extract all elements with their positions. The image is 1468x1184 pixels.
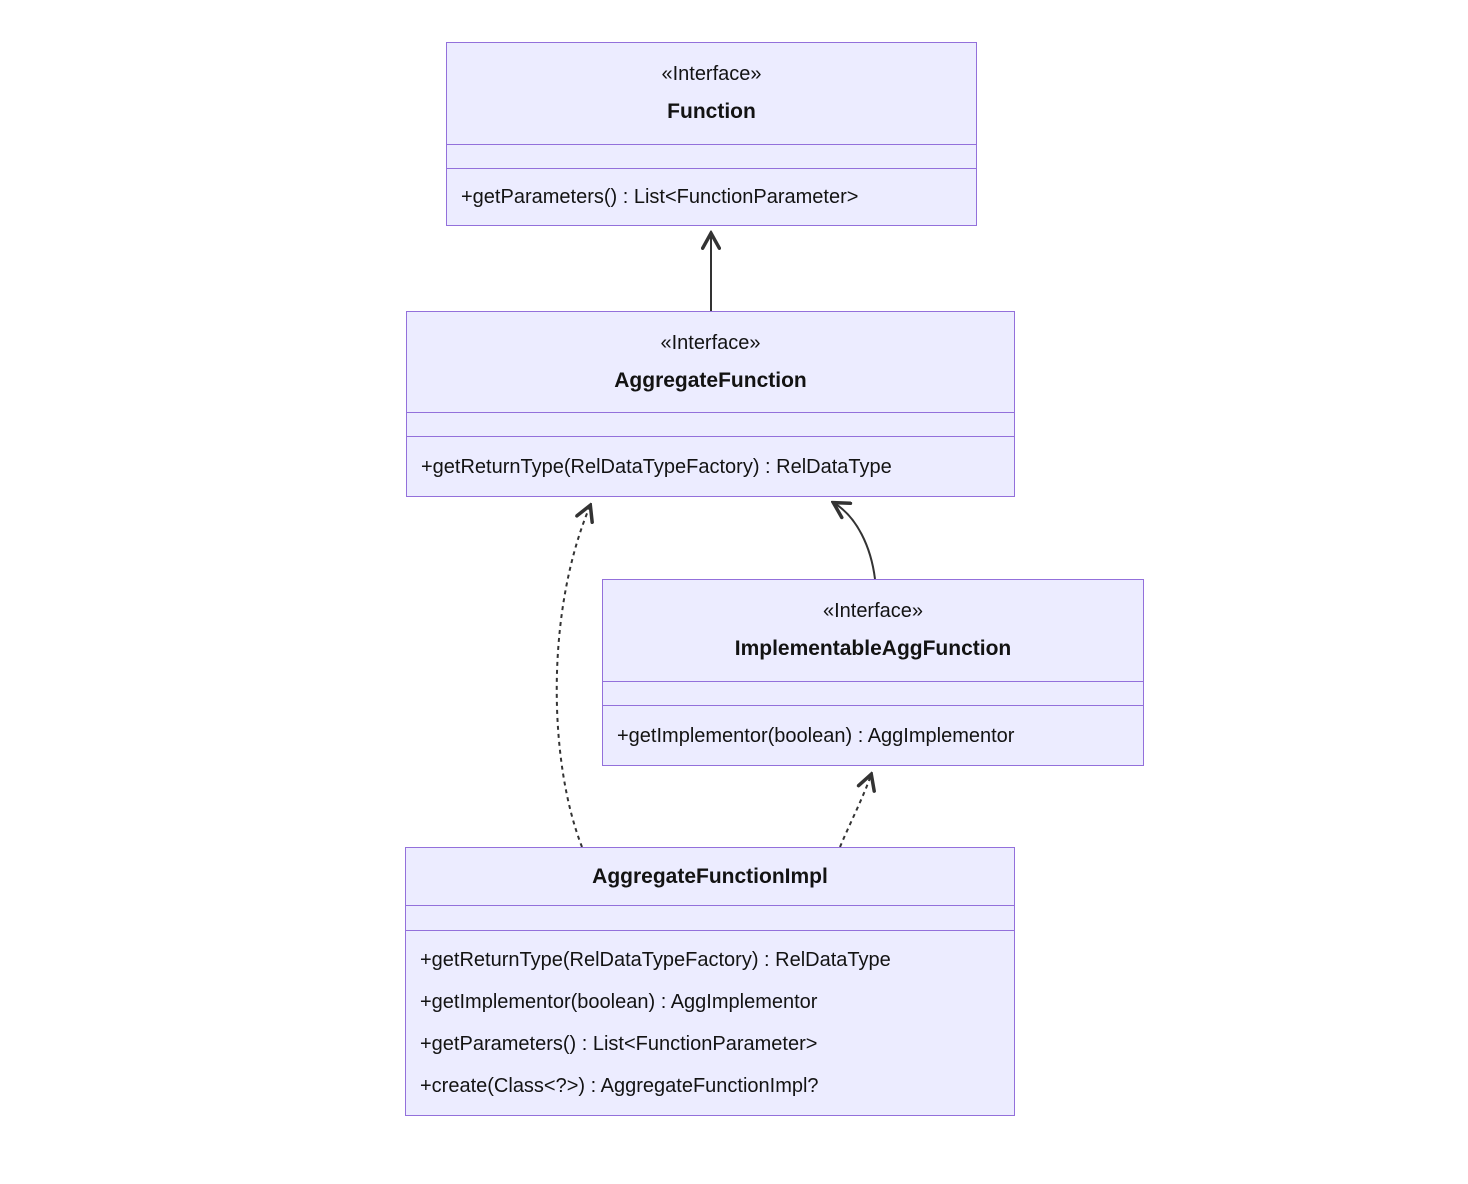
methods-section: +getReturnType(RelDataTypeFactory) : Rel… — [407, 437, 1014, 496]
edge-implementableaggfunction-to-aggregatefunction — [834, 503, 876, 580]
methods-section: +getParameters() : List<FunctionParamete… — [447, 169, 976, 225]
attributes-section — [603, 681, 1143, 706]
method-label: +getReturnType(RelDataTypeFactory) : Rel… — [420, 949, 891, 971]
edge-aggregatefunctionimpl-to-aggregatefunction — [555, 506, 590, 848]
method-label: +create(Class<?>) : AggregateFunctionImp… — [420, 1075, 819, 1097]
class-box-implementableaggfunction: «Interface» ImplementableAggFunction +ge… — [602, 579, 1144, 766]
stereotype-label: «Interface» — [661, 63, 762, 86]
attributes-section — [447, 144, 976, 169]
methods-section: +getReturnType(RelDataTypeFactory) : Rel… — [406, 931, 1014, 1115]
class-name: AggregateFunctionImpl — [592, 864, 828, 888]
class-name: ImplementableAggFunction — [734, 637, 1012, 661]
class-header: AggregateFunctionImpl — [406, 848, 1014, 905]
method-label: +getParameters() : List<FunctionParamete… — [420, 1033, 818, 1055]
class-header: «Interface» AggregateFunction — [407, 312, 1014, 412]
method-label: +getImplementor(boolean) : AggImplemento… — [420, 991, 818, 1013]
attributes-section — [407, 412, 1014, 437]
method-label: +getImplementor(boolean) : AggImplemento… — [617, 724, 1015, 747]
class-header: «Interface» ImplementableAggFunction — [603, 580, 1143, 681]
stereotype-label: «Interface» — [660, 331, 761, 354]
class-name: Function — [667, 100, 756, 124]
method-label: +getReturnType(RelDataTypeFactory) : Rel… — [421, 455, 892, 478]
class-box-aggregatefunction: «Interface» AggregateFunction +getReturn… — [406, 311, 1015, 497]
class-name: AggregateFunction — [614, 368, 807, 392]
class-box-function: «Interface» Function +getParameters() : … — [446, 42, 977, 226]
class-header: «Interface» Function — [447, 43, 976, 144]
class-box-aggregatefunctionimpl: AggregateFunctionImpl +getReturnType(Rel… — [405, 847, 1015, 1116]
methods-section: +getImplementor(boolean) : AggImplemento… — [603, 706, 1143, 765]
method-label: +getParameters() : List<FunctionParamete… — [461, 186, 859, 208]
stereotype-label: «Interface» — [822, 600, 924, 623]
attributes-section — [406, 905, 1014, 931]
edge-aggregatefunctionimpl-to-implementableaggfunction — [839, 775, 871, 848]
